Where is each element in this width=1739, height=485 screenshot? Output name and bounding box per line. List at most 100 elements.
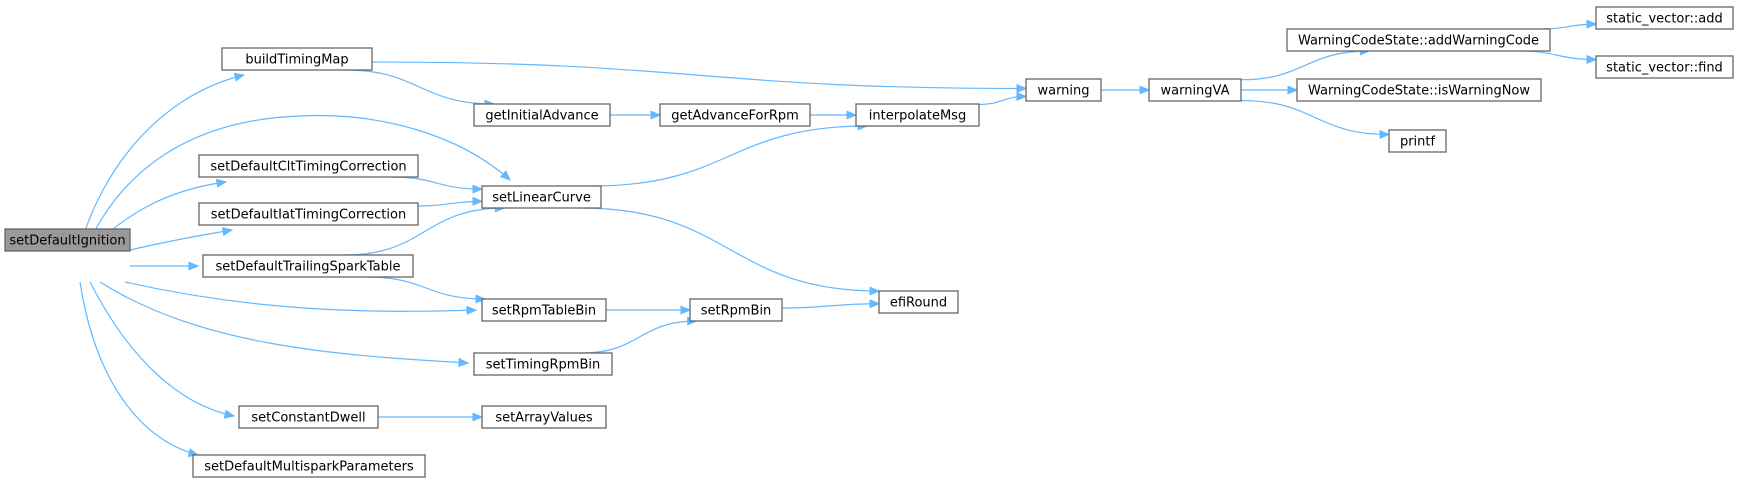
- node-box[interactable]: [1148, 78, 1242, 102]
- node-label: setDefaultIgnition: [9, 234, 125, 249]
- node-box[interactable]: [1025, 78, 1102, 102]
- node-box[interactable]: [198, 202, 419, 226]
- edge-layer: [78, 19, 1598, 458]
- edge-line: [582, 320, 697, 354]
- edge-line: [84, 114, 511, 252]
- edge-setDefaultIgnition-to-setLinearCurve: [84, 114, 511, 252]
- arrowhead-icon: [869, 286, 881, 296]
- node-label: printf: [1400, 135, 1436, 150]
- node-setArrayValues[interactable]: setArrayValues: [481, 405, 607, 429]
- edge-line: [1518, 50, 1597, 61]
- node-getAdvanceForRpm[interactable]: getAdvanceForRpm: [659, 103, 811, 127]
- arrowhead-icon: [233, 72, 246, 82]
- edge-line: [781, 303, 880, 309]
- node-setRpmTableBin[interactable]: setRpmTableBin: [481, 298, 607, 322]
- node-label: setTimingRpmBin: [486, 358, 601, 373]
- edge-buildTimingMap-to-warning: [371, 61, 1028, 94]
- edge-setDefaultIgnition-to-setConstantDwell: [89, 281, 236, 419]
- node-setLinearCurve[interactable]: setLinearCurve: [481, 185, 602, 209]
- node-box[interactable]: [473, 352, 613, 376]
- node-buildTimingMap[interactable]: buildTimingMap: [221, 47, 373, 71]
- node-label: setLinearCurve: [492, 191, 591, 206]
- node-setDefaultTrailingSparkTable[interactable]: setDefaultTrailingSparkTable: [202, 254, 414, 278]
- node-box[interactable]: [659, 103, 811, 127]
- node-box[interactable]: [481, 185, 602, 209]
- edge-warningVA-to-addWarningCode: [1240, 46, 1371, 81]
- node-label: WarningCodeState::isWarningNow: [1308, 84, 1530, 99]
- edge-setLinearCurve-to-efiRound: [580, 207, 881, 296]
- edge-line: [99, 281, 469, 364]
- node-box[interactable]: [221, 47, 373, 71]
- node-box[interactable]: [1296, 78, 1542, 102]
- arrowhead-icon: [215, 178, 228, 188]
- node-box[interactable]: [202, 254, 414, 278]
- node-printf[interactable]: printf: [1388, 129, 1447, 153]
- edge-setTimingRpmBin-to-setRpmBin: [582, 316, 698, 354]
- edge-setConstantDwell-to-setArrayValues: [377, 412, 484, 422]
- node-label: setDefaultTrailingSparkTable: [216, 260, 401, 275]
- node-box[interactable]: [689, 298, 783, 322]
- node-setConstantDwell[interactable]: setConstantDwell: [238, 405, 379, 429]
- node-isWarningNow[interactable]: WarningCodeState::isWarningNow: [1296, 78, 1542, 102]
- node-box[interactable]: [1595, 55, 1734, 79]
- edge-line: [417, 200, 483, 207]
- node-setDefaultMultisparkParameters[interactable]: setDefaultMultisparkParameters: [192, 454, 426, 478]
- arrowhead-icon: [1586, 54, 1598, 65]
- edge-line: [345, 69, 494, 105]
- node-warning[interactable]: warning: [1025, 78, 1102, 102]
- arrowhead-icon: [188, 261, 200, 271]
- edge-setDefaultIgnition-to-setTimingRpmBin: [99, 281, 470, 367]
- edge-interpolateMsg-to-warning: [978, 91, 1028, 106]
- node-box[interactable]: [198, 154, 419, 178]
- arrowhead-icon: [680, 305, 692, 315]
- node-setDefaultIgnition[interactable]: setDefaultIgnition: [4, 228, 131, 252]
- node-setRpmBin[interactable]: setRpmBin: [689, 298, 783, 322]
- node-box[interactable]: [4, 228, 131, 252]
- node-label: warning: [1037, 84, 1089, 99]
- node-label: getAdvanceForRpm: [671, 109, 799, 124]
- node-label: warningVA: [1160, 84, 1229, 99]
- arrowhead-icon: [1016, 83, 1028, 94]
- arrowhead-icon: [475, 294, 487, 304]
- edge-setDefaultIgnition-to-setDefaultMultisparkParameters: [79, 281, 200, 458]
- edge-line: [79, 281, 199, 456]
- edge-getAdvanceForRpm-to-interpolateMsg: [809, 110, 858, 120]
- node-box[interactable]: [855, 103, 980, 127]
- node-label: setRpmBin: [701, 304, 772, 319]
- node-static_vector_add[interactable]: static_vector::add: [1595, 6, 1734, 30]
- edge-getInitialAdvance-to-getAdvanceForRpm: [609, 110, 662, 120]
- edge-setDefaultIatTimingCorrection-to-setLinearCurve: [417, 196, 484, 207]
- node-setDefaultCltTimingCorrection[interactable]: setDefaultCltTimingCorrection: [198, 154, 419, 178]
- edge-line: [580, 207, 880, 292]
- edge-line: [1240, 50, 1370, 81]
- edge-line: [366, 276, 486, 300]
- node-box[interactable]: [473, 103, 611, 127]
- node-box[interactable]: [1286, 28, 1551, 52]
- node-box[interactable]: [481, 298, 607, 322]
- node-interpolateMsg[interactable]: interpolateMsg: [855, 103, 980, 127]
- edge-line: [78, 74, 245, 252]
- node-box[interactable]: [481, 405, 607, 429]
- node-box[interactable]: [1595, 6, 1734, 30]
- edge-warning-to-warningVA: [1101, 85, 1151, 95]
- node-box[interactable]: [238, 405, 379, 429]
- node-setTimingRpmBin[interactable]: setTimingRpmBin: [473, 352, 613, 376]
- node-box[interactable]: [878, 290, 959, 314]
- node-label: setDefaultIatTimingCorrection: [211, 208, 406, 223]
- node-box[interactable]: [192, 454, 426, 478]
- edge-buildTimingMap-to-getInitialAdvance: [345, 69, 496, 109]
- arrowhead-icon: [1586, 19, 1598, 29]
- node-getInitialAdvance[interactable]: getInitialAdvance: [473, 103, 611, 127]
- edge-warningVA-to-printf: [1240, 99, 1391, 140]
- node-label: efiRound: [890, 296, 947, 311]
- node-static_vector_find[interactable]: static_vector::find: [1595, 55, 1734, 79]
- node-efiRound[interactable]: efiRound: [878, 290, 959, 314]
- node-warningVA[interactable]: warningVA: [1148, 78, 1242, 102]
- node-setDefaultIatTimingCorrection[interactable]: setDefaultIatTimingCorrection: [198, 202, 419, 226]
- node-label: setConstantDwell: [251, 411, 365, 426]
- node-addWarningCode[interactable]: WarningCodeState::addWarningCode: [1286, 28, 1551, 52]
- edge-setDefaultIgnition-to-setDefaultTrailingSparkTable: [130, 261, 200, 271]
- node-box[interactable]: [1388, 129, 1447, 153]
- node-layer: setDefaultIgnition buildTimingMap setDefau…: [4, 6, 1734, 478]
